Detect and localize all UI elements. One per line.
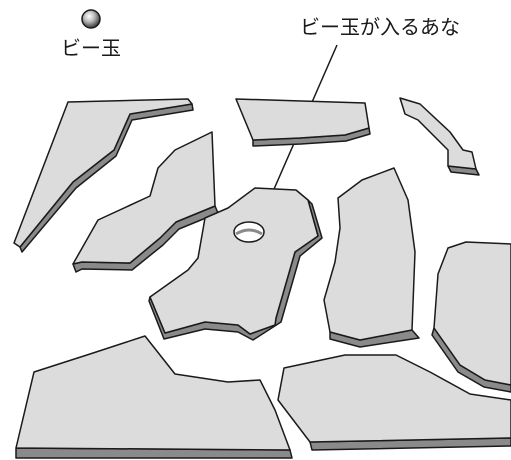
puzzle-piece-9: [277, 354, 511, 451]
puzzle-piece-2: [235, 98, 371, 147]
marble-hole: [233, 221, 265, 243]
puzzle-piece-6: [323, 167, 420, 348]
puzzle-piece-7: [431, 241, 511, 393]
marble-ball-icon: [81, 9, 101, 29]
hole-callout-label: ビー玉が入るあな: [300, 15, 460, 39]
puzzle-piece-1: [13, 98, 194, 253]
marble-legend: ビー玉: [61, 9, 121, 60]
puzzle-piece-8: [15, 335, 293, 459]
puzzle-piece-3: [399, 97, 480, 176]
marble-label: ビー玉: [61, 36, 121, 60]
puzzle-piece-5: [148, 187, 323, 341]
